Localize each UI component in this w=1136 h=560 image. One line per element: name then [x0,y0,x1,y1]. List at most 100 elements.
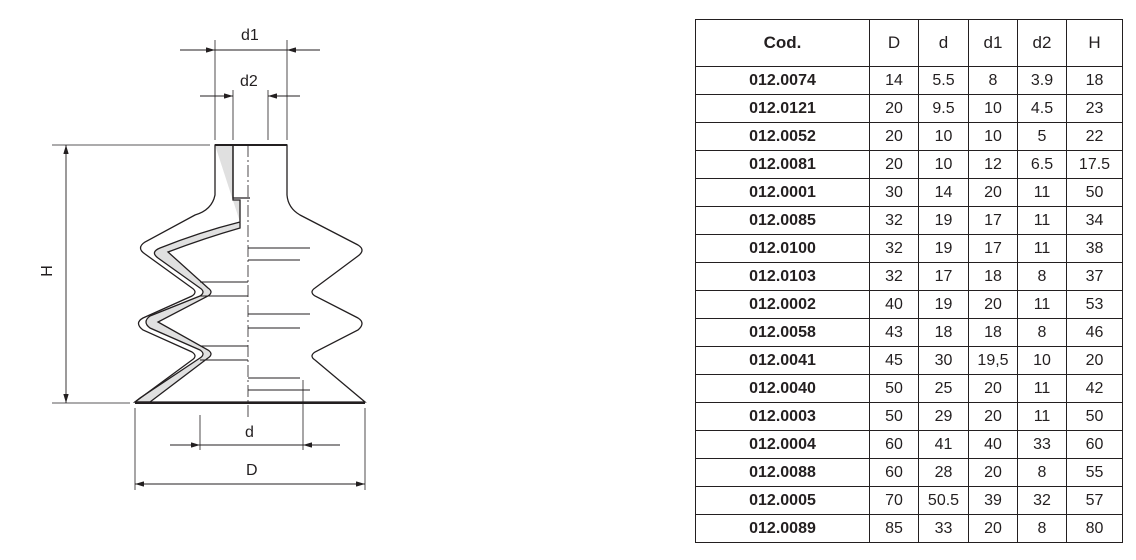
label-d: d [245,424,254,441]
cell-cod: 012.0103 [695,262,870,291]
cell-d: 9.5 [918,94,969,123]
header-d: d [918,19,969,67]
cell-D: 60 [869,430,919,459]
header-D: D [869,19,919,67]
cell-d2: 11 [1017,178,1067,207]
header-d2: d2 [1017,19,1067,67]
cell-d2: 8 [1017,458,1067,487]
cell-D: 43 [869,318,919,347]
label-d2: d2 [240,73,258,90]
cell-d2: 8 [1017,514,1067,543]
cell-cod: 012.0081 [695,150,870,179]
header-d1: d1 [968,19,1018,67]
cell-d1: 10 [968,122,1018,151]
cell-d: 41 [918,430,969,459]
cell-d2: 10 [1017,346,1067,375]
cell-H: 80 [1066,514,1123,543]
cell-D: 50 [869,402,919,431]
cell-D: 20 [869,94,919,123]
cell-H: 46 [1066,318,1123,347]
cell-H: 22 [1066,122,1123,151]
cell-d: 29 [918,402,969,431]
cell-cod: 012.0058 [695,318,870,347]
cell-H: 50 [1066,402,1123,431]
cell-d2: 8 [1017,318,1067,347]
table-header-row: Cod. D d d1 d2 H [695,19,1123,67]
cell-H: 34 [1066,206,1123,235]
cell-d1: 20 [968,402,1018,431]
cell-d1: 8 [968,66,1018,95]
cell-D: 32 [869,234,919,263]
cell-cod: 012.0001 [695,178,870,207]
cell-d: 30 [918,346,969,375]
cell-d: 25 [918,374,969,403]
cell-cod: 012.0085 [695,206,870,235]
cell-H: 17.5 [1066,150,1123,179]
cell-d1: 40 [968,430,1018,459]
cell-d1: 17 [968,234,1018,263]
cell-d1: 20 [968,514,1018,543]
cell-H: 42 [1066,374,1123,403]
cell-d: 28 [918,458,969,487]
outer-profile [133,144,367,403]
cell-d1: 20 [968,178,1018,207]
cell-D: 20 [869,122,919,151]
cell-d2: 11 [1017,206,1067,235]
cell-d: 18 [918,318,969,347]
cell-d: 19 [918,234,969,263]
cell-d2: 5 [1017,122,1067,151]
cell-d2: 33 [1017,430,1067,459]
cell-d1: 12 [968,150,1018,179]
cell-D: 70 [869,486,919,515]
wall-section [133,144,241,403]
cell-H: 53 [1066,290,1123,319]
cell-cod: 012.0041 [695,346,870,375]
cell-cod: 012.0005 [695,486,870,515]
cell-D: 20 [869,150,919,179]
cell-d2: 6.5 [1017,150,1067,179]
cell-D: 85 [869,514,919,543]
cell-H: 60 [1066,430,1123,459]
cell-D: 32 [869,262,919,291]
cell-cod: 012.0074 [695,66,870,95]
cell-cod: 012.0100 [695,234,870,263]
label-D: D [246,462,258,479]
header-H: H [1066,19,1123,67]
cell-D: 14 [869,66,919,95]
cell-H: 20 [1066,346,1123,375]
cell-d1: 39 [968,486,1018,515]
cell-d1: 20 [968,458,1018,487]
cell-d: 33 [918,514,969,543]
cell-d2: 11 [1017,290,1067,319]
cell-d: 19 [918,290,969,319]
cell-d: 17 [918,262,969,291]
cell-H: 55 [1066,458,1123,487]
cell-D: 30 [869,178,919,207]
cell-d2: 11 [1017,402,1067,431]
cell-H: 57 [1066,486,1123,515]
header-cod: Cod. [695,19,870,67]
cell-d1: 10 [968,94,1018,123]
cell-d2: 32 [1017,486,1067,515]
cell-D: 45 [869,346,919,375]
cell-d2: 8 [1017,262,1067,291]
cell-D: 60 [869,458,919,487]
label-d1: d1 [241,27,259,44]
cell-d1: 17 [968,206,1018,235]
cell-cod: 012.0003 [695,402,870,431]
cell-d2: 11 [1017,234,1067,263]
cell-d1: 20 [968,290,1018,319]
